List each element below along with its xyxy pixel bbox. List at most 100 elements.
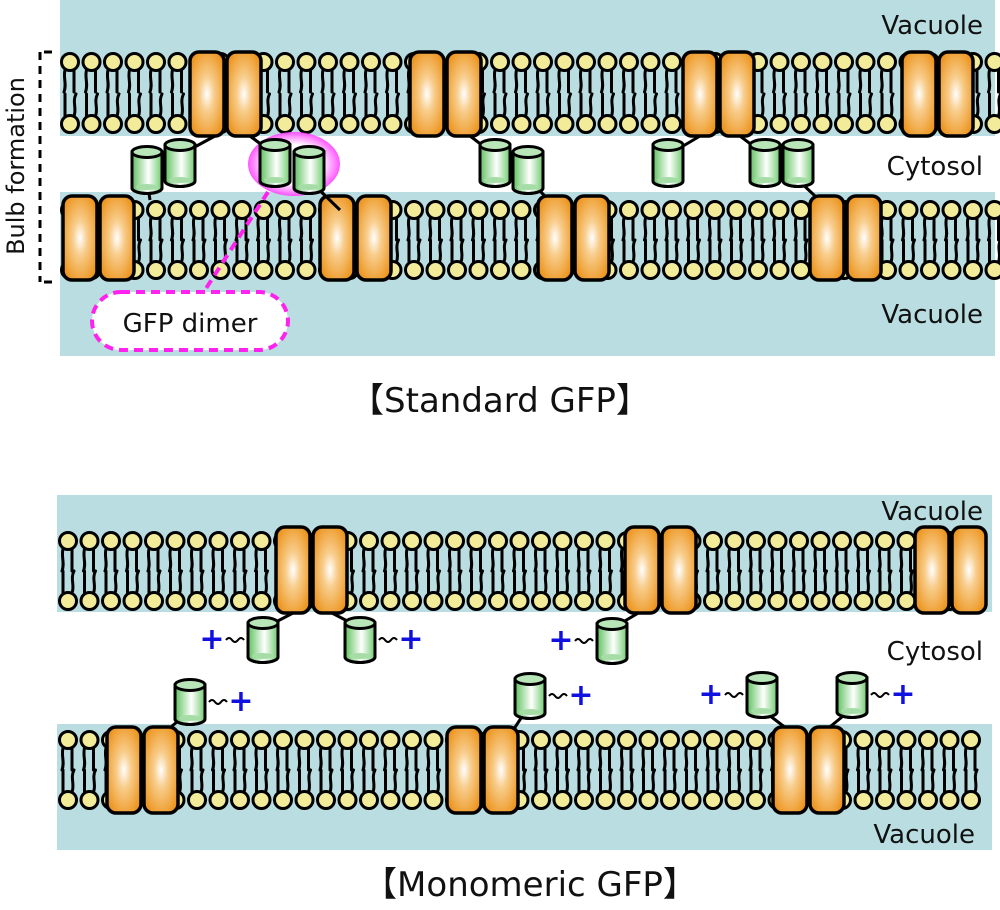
- standard-gfp-title: 【Standard GFP】: [350, 381, 650, 421]
- lipid-head: [791, 200, 811, 220]
- lipid-head: [595, 591, 616, 611]
- lipid-tail: [730, 238, 744, 264]
- lipid-head: [941, 260, 962, 280]
- lipid-tail: [426, 746, 439, 772]
- charge-symbol: +: [228, 684, 253, 719]
- lipid-head: [189, 200, 209, 220]
- gfp-bottom-rim: [173, 718, 207, 726]
- lipid-tail: [105, 68, 119, 94]
- lipid-tail: [859, 92, 873, 118]
- gfp-bottom-rim: [130, 187, 164, 195]
- lipid-head: [576, 114, 596, 134]
- lipid-tail: [576, 746, 590, 772]
- lipid-tail: [902, 238, 916, 264]
- lipid-tail: [171, 238, 185, 264]
- protein-subunit: [900, 50, 938, 138]
- gfp-top: [163, 138, 197, 152]
- lipid-tail: [298, 768, 312, 794]
- lipid-tail: [149, 92, 164, 118]
- gfp-bottom-face: [841, 708, 863, 714]
- lipid-head: [468, 200, 489, 220]
- lipid-head: [984, 200, 1000, 220]
- charges: +++++++: [199, 622, 915, 719]
- lipid-tail: [83, 569, 97, 595]
- protein-subunit: [142, 725, 180, 815]
- lipid-tail: [383, 746, 396, 772]
- lipid-tail: [622, 238, 637, 264]
- lipid-tail: [533, 746, 547, 772]
- lipid-tail: [85, 92, 99, 118]
- lipid-tail: [577, 569, 592, 595]
- lipid-head: [275, 114, 295, 134]
- lipid-tail: [813, 547, 826, 573]
- protein-subunit: [408, 50, 446, 138]
- lipid-head: [275, 260, 295, 280]
- gfp-cylinder: [748, 138, 782, 188]
- lipid-tail: [857, 569, 871, 595]
- gfp-top: [745, 671, 779, 685]
- lipid-tail: [964, 768, 979, 794]
- gfp-bottom-face: [657, 177, 679, 183]
- lipid-tail: [426, 547, 439, 573]
- lipid-head: [359, 531, 379, 551]
- lipid-tail: [515, 92, 529, 118]
- lipid-tail: [60, 746, 74, 772]
- lipid-head: [574, 790, 594, 810]
- lipid-head: [490, 114, 510, 134]
- lipid-head: [834, 52, 854, 72]
- lipid-head: [552, 531, 573, 551]
- lipid-head: [79, 591, 100, 611]
- lipid-tail: [598, 746, 611, 772]
- lipid-tail: [816, 92, 830, 118]
- protein-subunit: [913, 525, 951, 615]
- lipid-tail: [856, 547, 869, 573]
- lipid-head: [984, 52, 1000, 72]
- lipid-tail: [232, 746, 246, 772]
- lipid-tail: [599, 569, 613, 595]
- callout-leader: [203, 190, 270, 292]
- lipid-head: [746, 531, 766, 551]
- lipid-tail: [82, 746, 95, 772]
- lipid-head: [896, 790, 917, 810]
- protein-subunit: [445, 725, 483, 815]
- lipid-tail: [641, 746, 654, 772]
- lipid-tail: [450, 238, 465, 264]
- lipid-tail: [255, 768, 269, 794]
- lipid-head: [552, 591, 573, 611]
- protein-subunit: [937, 50, 975, 138]
- lipid-head: [961, 730, 981, 750]
- lipid-head: [58, 790, 78, 810]
- lipid-head: [144, 531, 164, 551]
- gfp-cylinder: [781, 138, 815, 188]
- gfp-bottom-face: [169, 177, 191, 183]
- gfp-bottom-face: [349, 653, 371, 659]
- lipid-tail: [856, 746, 869, 772]
- lipid-tail: [750, 216, 764, 242]
- gfp-cylinder: [246, 616, 280, 664]
- lipid-head: [316, 730, 336, 750]
- protein-subunit: [355, 194, 393, 282]
- lipid-tail: [665, 238, 680, 264]
- lipid-head: [423, 730, 444, 750]
- lipid-head: [275, 200, 295, 220]
- lipid-head: [769, 52, 790, 72]
- gfp-bottom-face: [754, 177, 776, 183]
- gfp-cylinder: [835, 671, 869, 719]
- gfp-top: [292, 145, 326, 159]
- transmembrane-protein: [681, 50, 756, 138]
- lipid-head: [423, 790, 444, 810]
- lipid-head: [724, 531, 745, 551]
- lipid-tail: [557, 68, 570, 94]
- lipid-tail: [899, 746, 912, 772]
- lipid-head: [619, 200, 639, 220]
- lipid-tail: [363, 68, 377, 94]
- lipid-head: [146, 200, 166, 220]
- lipid-tail: [900, 569, 914, 595]
- protein-subunit: [950, 525, 988, 615]
- lipid-head: [511, 114, 532, 134]
- gfp-cylinder: [595, 617, 629, 665]
- lipid-head: [230, 531, 250, 551]
- lipid-tail: [232, 547, 246, 573]
- protein-subunit: [105, 725, 143, 815]
- lipid-head: [638, 730, 659, 750]
